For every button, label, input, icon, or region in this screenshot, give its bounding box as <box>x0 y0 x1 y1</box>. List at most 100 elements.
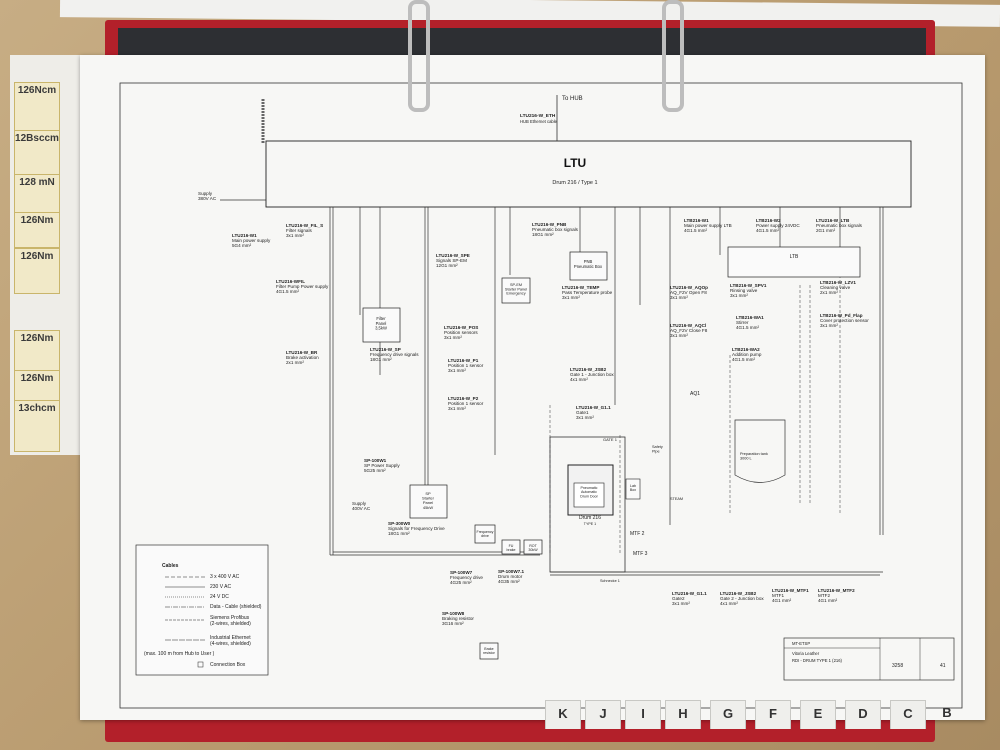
title-company: MT-ETSP <box>792 641 810 646</box>
legend-item: Industrial Ethernet (4-wires, shielded) <box>210 635 251 647</box>
wiring-diagram: LTU Drum 216 / Type 1 To HUB LTU216-W_ET… <box>119 82 963 709</box>
divider-tab-k[interactable]: K <box>545 700 581 729</box>
sticky-note: 126Ncm <box>14 82 60 132</box>
title-project: Vitoria Leather <box>792 651 820 656</box>
sticky-note: 126Nm <box>14 330 60 372</box>
divider-tab-b[interactable]: B <box>942 705 952 720</box>
binder-ring-left <box>408 0 430 112</box>
divider-tab-f[interactable]: F <box>755 700 791 729</box>
legend-item: Siemens Profibus (2-wires, shielded) <box>210 615 251 627</box>
ltb-label: LTB <box>790 254 799 260</box>
sticky-note: 126Nm <box>14 248 60 294</box>
title-drawing: RDI - DRUM TYPE 1 (216) <box>792 658 843 663</box>
connection-box-symbol <box>197 661 204 668</box>
drum-frame <box>549 436 626 573</box>
title-number: 3258 <box>892 663 903 669</box>
legend-item: (max. 100 m from Hub to User ) <box>144 651 215 657</box>
divider-tabs: K J I H G F E D C B <box>300 700 960 740</box>
drum-type: TYPE 1 <box>584 522 596 526</box>
steam-label: STEAM <box>670 497 683 501</box>
ltu-box <box>265 140 912 208</box>
divider-tab-c[interactable]: C <box>890 700 926 729</box>
frequency-drive-box <box>474 524 496 544</box>
pnb-box <box>569 251 608 281</box>
gate1-label: GATE 1 <box>603 437 618 442</box>
legend-item: 24 V DC <box>210 594 229 600</box>
divider-tab-e[interactable]: E <box>800 700 836 729</box>
sticky-note: 128 mN <box>14 174 60 214</box>
mtf2-label: MTF 2 <box>630 531 645 537</box>
sticky-note: 126Nm <box>14 370 60 404</box>
schnecke-label: Schnecke 1 <box>600 579 620 583</box>
sticky-note: 126Nm <box>14 212 60 248</box>
title-block <box>783 637 955 681</box>
ltu-subtitle: Drum 216 / Type 1 <box>552 180 597 186</box>
prep-tank-shape <box>734 419 786 483</box>
legend-item: 3 x 400 V AC <box>210 574 240 580</box>
lab-box <box>625 478 641 500</box>
supply-400-label: Supply 400V AC <box>352 501 371 511</box>
legend-item: Data - Cable (shielded) <box>210 604 262 610</box>
sp-starter-box <box>409 484 448 519</box>
title-sheet: 41 <box>940 663 946 669</box>
to-hub-label: To HUB <box>562 96 583 102</box>
diagram-sheet: LTU Drum 216 / Type 1 To HUB LTU216-W_ET… <box>80 55 985 720</box>
divider-tab-h[interactable]: H <box>665 700 701 729</box>
binder-ring-right <box>662 0 684 112</box>
divider-tab-d[interactable]: D <box>845 700 881 729</box>
legend-item: Connection Box <box>210 662 246 668</box>
sp-em-box <box>501 277 531 304</box>
divider-tab-g[interactable]: G <box>710 700 746 729</box>
sticky-note: 12Bsccm <box>14 130 60 176</box>
aq1-label: AQ1 <box>690 391 700 397</box>
divider-tab-j[interactable]: J <box>585 700 621 729</box>
filter-panel-box <box>362 307 401 343</box>
legend-box <box>135 544 269 676</box>
legend-item: 230 V AC <box>210 584 232 590</box>
legend-lines <box>165 576 205 641</box>
brake-resistor-box <box>479 642 499 660</box>
mtf3-label: MTF 3 <box>633 551 648 557</box>
divider-tab-i[interactable]: I <box>625 700 661 729</box>
fu-brake-box <box>501 539 521 555</box>
drum-name: Drum 216 <box>579 515 601 521</box>
